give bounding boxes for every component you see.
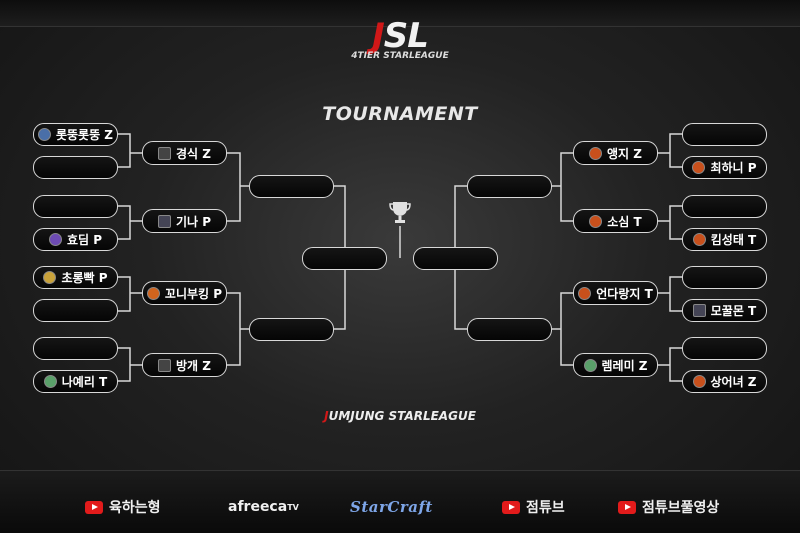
team-badge-icon <box>692 304 706 317</box>
right-qf-slot-2[interactable] <box>467 318 552 341</box>
green-emblem-icon <box>43 375 57 388</box>
green-emblem-icon <box>583 358 597 372</box>
slot-label: 언다랑지 T <box>596 286 653 301</box>
league-j: J <box>324 409 329 423</box>
left-r1-slot-4[interactable]: 효딤 P <box>33 228 118 251</box>
slot-label: 초롱빡 P <box>61 271 108 285</box>
left-r1-slot-3[interactable] <box>33 195 118 218</box>
slot-label: 나예리 T <box>61 375 108 389</box>
slot-label: 효딤 P <box>66 233 103 247</box>
slot-label: 기나 P <box>175 214 212 229</box>
logo-subtitle: 4TIER STARLEAGUE <box>351 51 449 61</box>
slot-label: 롯뚱롯뚱 Z <box>55 128 114 142</box>
slot-label: 방개 Z <box>176 358 211 373</box>
orange-emblem-icon <box>692 161 706 174</box>
logo-sl: SL <box>383 16 429 56</box>
youtube-icon <box>502 500 520 514</box>
left-r2-slot-4[interactable]: 방개 Z <box>142 353 227 377</box>
right-qf-slot-1[interactable] <box>467 175 552 198</box>
left-r1-slot-1[interactable]: 롯뚱롯뚱 Z <box>33 123 118 146</box>
orange-emblem-icon <box>589 214 603 228</box>
sponsor-label: 점튜브 <box>526 500 565 516</box>
left-r1-slot-7[interactable] <box>33 337 118 360</box>
slot-label: 꼬니부킹 P <box>164 286 223 301</box>
sponsor-label: afreeca <box>228 499 288 515</box>
left-r1-slot-8[interactable]: 나예리 T <box>33 370 118 393</box>
youtube-icon <box>618 500 636 514</box>
sponsor-label: StarCraft <box>350 498 433 516</box>
left-sf-slot[interactable] <box>302 247 387 270</box>
purple-emblem-icon <box>48 233 62 246</box>
bottom-frame <box>0 470 800 533</box>
right-r1-slot-7[interactable] <box>682 337 767 360</box>
right-r1-slot-1[interactable] <box>682 123 767 146</box>
page-title: TOURNAMENT <box>322 103 478 125</box>
league-logo: JUMJUNG STARLEAGUE <box>320 409 480 423</box>
right-r1-slot-6[interactable]: 모꿀몬 T <box>682 299 767 322</box>
orange-emblem-icon <box>146 286 160 300</box>
team-badge-icon <box>157 214 171 228</box>
team-badge-icon <box>158 146 172 160</box>
left-r1-slot-6[interactable] <box>33 299 118 322</box>
left-r1-slot-2[interactable] <box>33 156 118 179</box>
sponsor-label: 점튜브풀영상 <box>642 500 720 516</box>
afreeca-tv-mark: TV <box>287 502 299 512</box>
right-r2-slot-2[interactable]: 소심 T <box>573 209 658 233</box>
slot-label: 모꿀몬 T <box>710 304 757 318</box>
slot-label: 상어녀 Z <box>710 375 757 389</box>
left-qf-slot-2[interactable] <box>249 318 334 341</box>
sponsor-youtube-2[interactable]: 점튜브 <box>502 492 565 522</box>
slot-label: 최하니 P <box>710 161 757 175</box>
left-r2-slot-2[interactable]: 기나 P <box>142 209 227 233</box>
orange-emblem-icon <box>589 146 603 160</box>
right-r1-slot-5[interactable] <box>682 266 767 289</box>
sponsor-youtube-3[interactable]: 점튜브풀영상 <box>618 492 719 522</box>
slot-label: 앵지 Z <box>607 146 642 161</box>
gold-emblem-icon <box>43 271 57 284</box>
right-r1-slot-8[interactable]: 상어녀 Z <box>682 370 767 393</box>
orange-emblem-icon <box>692 233 706 246</box>
sponsor-starcraft[interactable]: StarCraft <box>350 492 433 522</box>
orange-emblem-icon <box>578 286 592 300</box>
slot-label: 경식 Z <box>176 146 211 161</box>
emblem-icon <box>37 128 51 141</box>
team-badge-icon <box>158 358 172 372</box>
slot-label: 소심 T <box>607 214 642 229</box>
logo-j: J <box>372 16 385 56</box>
right-r2-slot-1[interactable]: 앵지 Z <box>573 141 658 165</box>
right-r1-slot-2[interactable]: 최하니 P <box>682 156 767 179</box>
jsl-logo: JSL 4TIER STARLEAGUE <box>330 18 470 61</box>
sponsor-label: 육하는형 <box>109 500 161 516</box>
right-r1-slot-3[interactable] <box>682 195 767 218</box>
left-qf-slot-1[interactable] <box>249 175 334 198</box>
top-frame <box>0 0 800 27</box>
right-r2-slot-3[interactable]: 언다랑지 T <box>573 281 658 305</box>
slot-label: 킴성태 T <box>710 233 757 247</box>
right-r2-slot-4[interactable]: 렘레미 Z <box>573 353 658 377</box>
orange-emblem-icon <box>692 375 706 388</box>
left-r2-slot-3[interactable]: 꼬니부킹 P <box>142 281 227 305</box>
left-r1-slot-5[interactable]: 초롱빡 P <box>33 266 118 289</box>
sponsor-youtube-1[interactable]: 육하는형 <box>85 492 161 522</box>
left-r2-slot-1[interactable]: 경식 Z <box>142 141 227 165</box>
league-name: UMJUNG STARLEAGUE <box>328 409 476 423</box>
right-r1-slot-4[interactable]: 킴성태 T <box>682 228 767 251</box>
slot-label: 렘레미 Z <box>601 358 648 373</box>
right-sf-slot[interactable] <box>413 247 498 270</box>
trophy-icon <box>389 202 411 223</box>
youtube-icon <box>85 500 103 514</box>
